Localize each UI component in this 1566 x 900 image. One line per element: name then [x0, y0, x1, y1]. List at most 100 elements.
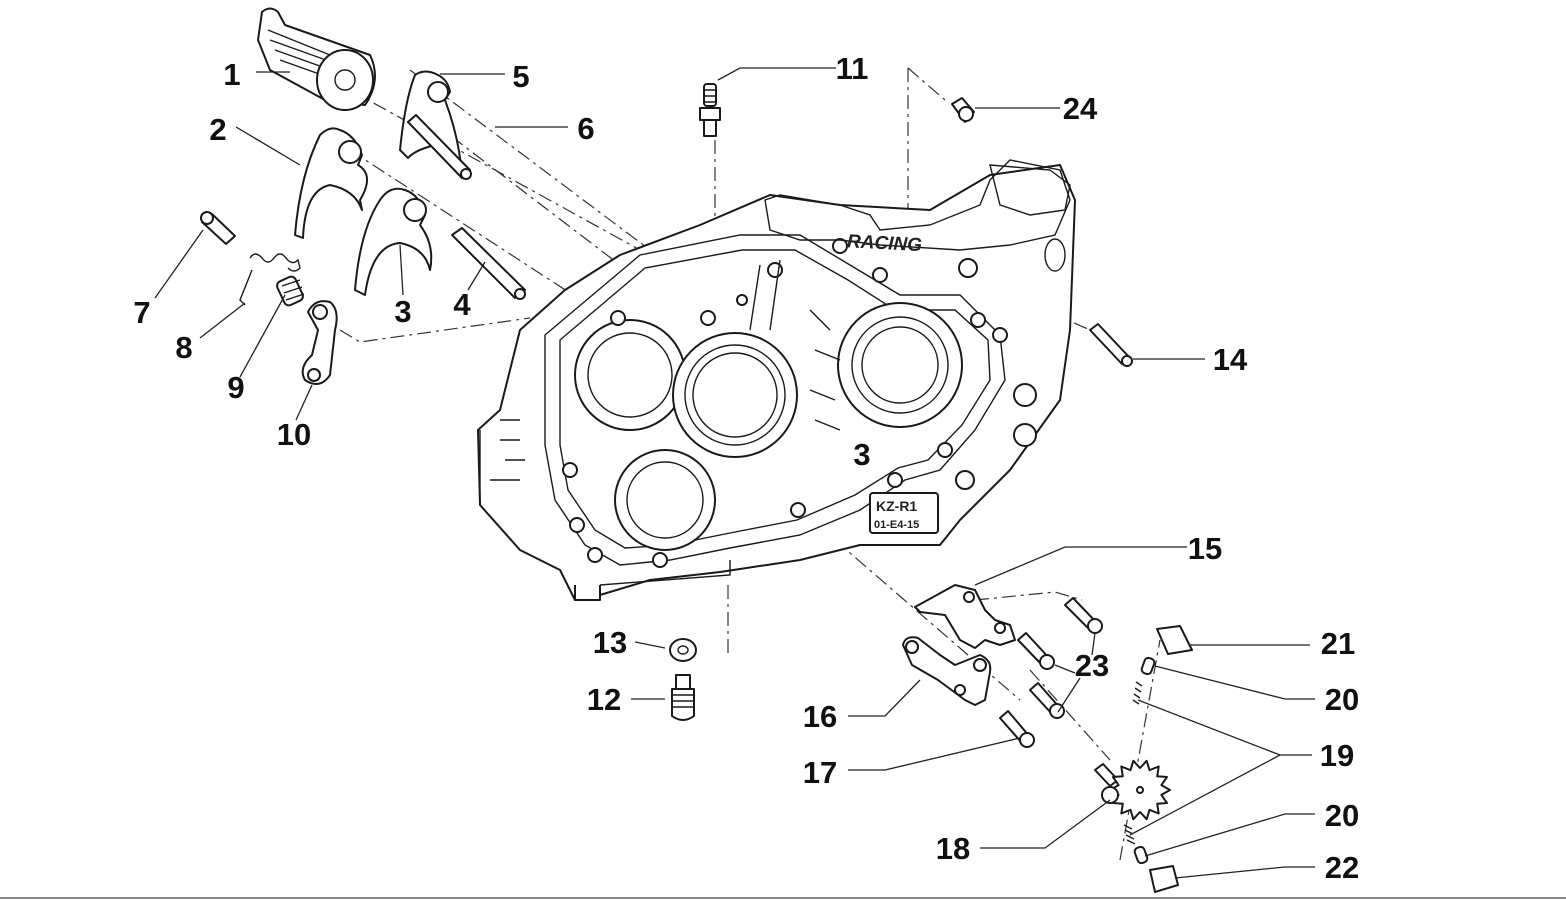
callout-21: 21: [1190, 626, 1355, 661]
spring-8: [239, 253, 301, 306]
callout-number: 20: [1325, 798, 1359, 833]
crankcase-half: KZ-R1 01-E4-15 RACING: [477, 159, 1076, 601]
callout-20: 20: [1154, 665, 1359, 717]
callout-10: 10: [277, 384, 313, 452]
callout-number: 7: [133, 295, 150, 330]
drain-plug-12: [671, 674, 695, 721]
pin-20-lower: [1133, 845, 1149, 865]
shift-drum: [257, 7, 376, 111]
leader-line: [239, 294, 286, 378]
leader-line: [295, 384, 313, 421]
retainer-plate-15: [914, 584, 1016, 649]
callout-6: 6: [495, 111, 595, 146]
fork-shaft-4: [451, 227, 526, 300]
leader-line: [974, 546, 1187, 586]
leader-line: [154, 229, 204, 299]
callout-15: 15: [974, 531, 1222, 586]
callout-22: 22: [1174, 850, 1359, 885]
callout-12: 12: [587, 682, 665, 717]
callout-17: 17: [803, 737, 1021, 790]
leader-line: [717, 67, 836, 81]
callout-number: 14: [1213, 342, 1248, 377]
callout-number: 3: [853, 437, 870, 472]
callout-number: 3: [394, 294, 411, 329]
callout-3: 3: [394, 244, 412, 329]
leader-line: [1054, 664, 1076, 674]
callout-8: 8: [175, 302, 246, 365]
callout-23: 23: [1054, 632, 1109, 713]
racing-brand-text: RACING: [847, 231, 923, 256]
callout-4: 4: [453, 261, 486, 322]
retainer-plate-16: [902, 636, 992, 706]
callout-number: 11: [836, 51, 869, 86]
leader-line: [1129, 754, 1281, 836]
callout-11: 11: [717, 51, 869, 86]
bottom-border: [0, 897, 1566, 899]
callout-20b: 20: [1144, 798, 1359, 857]
leader-line: [848, 737, 1021, 771]
fork-shaft-6: [407, 114, 472, 180]
fitting-14: [1089, 323, 1133, 367]
leader-line: [1057, 677, 1081, 713]
leader-line: [467, 261, 486, 291]
spring-9: [276, 275, 305, 307]
leader-line: [235, 126, 301, 166]
breather-fitting-11: [699, 83, 721, 137]
callout-7: 7: [133, 229, 204, 330]
shift-fork-2: [294, 127, 368, 239]
callout-number: 13: [593, 625, 627, 660]
callout-number: 20: [1325, 682, 1359, 717]
callout-number: 23: [1075, 648, 1109, 683]
callout-layer: 1233456789101112131415161718192020212223…: [133, 51, 1359, 885]
shift-fork-3: [354, 187, 433, 296]
callout-9: 9: [227, 294, 286, 405]
leader-line: [980, 799, 1111, 849]
detent-lever-10: [301, 300, 338, 385]
bolt-7: [200, 211, 236, 245]
leader-line: [634, 641, 666, 649]
callout-number: 10: [277, 417, 311, 452]
callout-number: 8: [175, 330, 192, 365]
leader-line: [848, 679, 921, 717]
contact-22: [1149, 865, 1179, 893]
leader-line: [199, 302, 246, 339]
gear-18: [1094, 759, 1171, 821]
callout-18: 18: [936, 799, 1111, 866]
leader-line: [1137, 699, 1312, 756]
leader-line: [1144, 813, 1315, 857]
screw-17: [999, 710, 1035, 748]
callout-number: 4: [453, 287, 471, 322]
callout-number: 19: [1320, 738, 1354, 773]
callout-16: 16: [803, 679, 921, 734]
pin-20-upper: [1140, 656, 1156, 676]
sealing-washer-13: [669, 638, 697, 662]
model-plate-line2: 01-E4-15: [874, 519, 919, 531]
leader-line: [1174, 866, 1315, 879]
callout-number: 21: [1321, 626, 1355, 661]
screws-23: [1017, 597, 1103, 719]
callout-number: 1: [223, 57, 240, 92]
callout-3b: 3: [853, 437, 870, 472]
callout-24: 24: [975, 91, 1098, 126]
callout-1: 1: [223, 57, 290, 92]
callout-number: 12: [587, 682, 621, 717]
callout-5: 5: [440, 59, 530, 94]
callout-number: 6: [577, 111, 594, 146]
leader-line: [1154, 665, 1315, 700]
leader-line: [1091, 632, 1096, 656]
callout-number: 5: [512, 59, 529, 94]
callout-number: 22: [1325, 850, 1359, 885]
callout-2: 2: [209, 112, 301, 166]
callout-19: 19: [1129, 699, 1354, 836]
contact-21: [1156, 625, 1193, 655]
callout-14: 14: [1133, 342, 1248, 377]
dowel-nut-24: [951, 97, 975, 123]
callout-number: 16: [803, 699, 837, 734]
callout-number: 18: [936, 831, 970, 866]
callout-number: 24: [1063, 91, 1098, 126]
spring-19-lower: [1123, 824, 1136, 845]
spring-19-upper: [1132, 681, 1143, 705]
callout-number: 2: [209, 112, 226, 147]
callout-13: 13: [593, 625, 666, 660]
model-plate-line1: KZ-R1: [876, 498, 917, 514]
